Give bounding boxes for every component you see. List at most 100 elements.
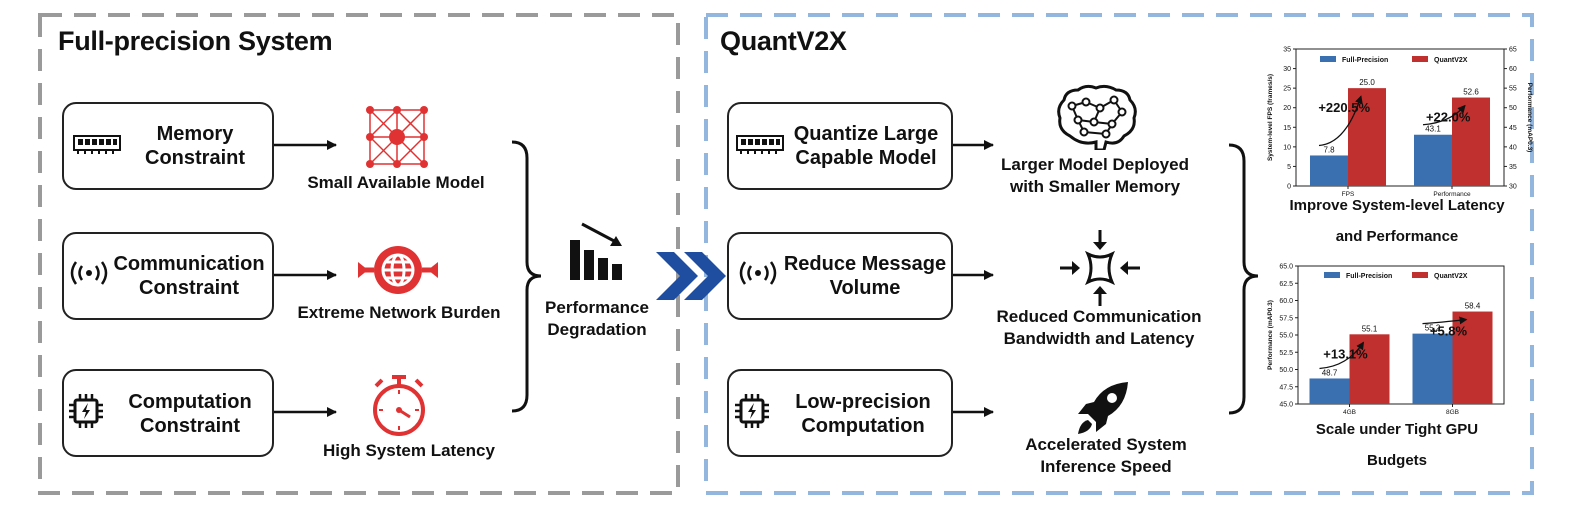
right-panel-border	[704, 13, 1534, 495]
bar-value-label: 48.7	[1322, 368, 1338, 377]
low-precision-box	[727, 369, 953, 457]
x-tick-label: FPS	[1342, 191, 1355, 198]
x-tick-label: 8GB	[1446, 409, 1459, 416]
bar-value-label: 43.1	[1425, 125, 1441, 134]
y-tick-label: 0	[1287, 184, 1291, 191]
y-tick-label: 52.5	[1279, 350, 1293, 357]
legend-swatch	[1412, 56, 1428, 62]
bar-full-precision-performance	[1414, 134, 1452, 186]
gpu-budget-chart: 45.0 47.5 50.0 52.5 55.0 57.5 60.0 62.5 65.0Perf…	[1267, 264, 1505, 416]
memory-icon	[736, 135, 784, 154]
improvement-arrow	[1422, 104, 1466, 126]
legend-swatch	[1324, 272, 1340, 278]
x-tick-label: 4GB	[1343, 409, 1356, 416]
improvement-label: +220.5%	[1318, 100, 1370, 115]
small-model-caption: Small Available Model	[307, 173, 485, 192]
y-tick-label: 30	[1283, 66, 1291, 73]
y-tick-label: 65	[1509, 47, 1517, 54]
memory-icon	[73, 135, 121, 154]
y-tick-label: 60	[1509, 66, 1517, 73]
legend-swatch	[1320, 56, 1336, 62]
reduce-message-box	[727, 232, 953, 320]
y-tick-label: 35	[1283, 47, 1291, 54]
globe-network-icon	[358, 246, 438, 294]
bar-value-label: 25.0	[1359, 78, 1375, 87]
improvement-arrow	[1422, 316, 1468, 325]
bar-value-label: 52.6	[1463, 88, 1479, 97]
right-panel-title: QuantV2X	[720, 26, 847, 56]
y-tick-label: 40	[1509, 144, 1517, 151]
y-tick-label: 65.0	[1279, 264, 1293, 271]
bar-value-label: 55.2	[1425, 324, 1441, 333]
compress-icon	[1060, 230, 1140, 306]
y-tick-label: 45.0	[1279, 402, 1293, 409]
left-panel-title: Full-precision System	[58, 26, 333, 56]
bar-quantv2x-fps	[1348, 88, 1386, 186]
declining-chart-icon	[570, 222, 622, 280]
rocket-icon	[1078, 382, 1128, 434]
quantize-model-box	[727, 102, 953, 190]
bar-value-label: 58.4	[1465, 302, 1481, 311]
y-tick-label: 60.0	[1279, 298, 1293, 305]
y-axis-label: Performance (mAP0.3)	[1526, 83, 1533, 153]
y-tick-label: 50	[1509, 105, 1517, 112]
bar-value-label: 7.8	[1323, 145, 1335, 154]
y-tick-label: 10	[1283, 144, 1291, 151]
latency-caption: High System Latency	[323, 441, 495, 460]
y-tick-label: 20	[1283, 105, 1291, 112]
y-tick-label: 5	[1287, 164, 1291, 171]
brain-network-icon	[1057, 84, 1137, 150]
left-panel-border	[38, 13, 680, 495]
double-chevron-icon	[656, 252, 726, 300]
y-tick-label: 25	[1283, 86, 1291, 93]
y-axis-label: System-level FPS (frames/s)	[1267, 74, 1274, 161]
stopwatch-icon	[373, 375, 425, 436]
memory-constraint-box	[62, 102, 274, 190]
y-tick-label: 62.5	[1279, 281, 1293, 288]
y-tick-label: 55.0	[1279, 333, 1293, 340]
chip-icon	[735, 394, 769, 428]
legend-swatch	[1412, 272, 1428, 278]
y-tick-label: 30	[1509, 184, 1517, 191]
bar-full-precision-fps	[1310, 155, 1348, 186]
neural-network-icon	[366, 106, 428, 168]
x-tick-label: Performance	[1433, 191, 1471, 198]
left-brace	[511, 140, 542, 413]
network-burden-caption: Extreme Network Burden	[297, 303, 501, 322]
bar-full-precision-8gb	[1412, 333, 1453, 404]
chip-icon	[69, 394, 103, 428]
y-tick-label: 35	[1509, 164, 1517, 171]
right-brace	[1228, 143, 1259, 415]
wireless-icon	[739, 261, 777, 285]
y-tick-label: 50.0	[1279, 367, 1293, 374]
legend-label: QuantV2X	[1434, 273, 1468, 280]
legend-label: Full-Precision	[1346, 273, 1392, 280]
y-tick-label: 47.5	[1279, 384, 1293, 391]
y-tick-label: 55	[1509, 86, 1517, 93]
improvement-label: +5.8%	[1430, 324, 1468, 339]
improvement-arrow	[1318, 95, 1363, 147]
y-axis-label: Performance (mAP0.3)	[1267, 300, 1274, 370]
bar-value-label: 55.1	[1362, 324, 1378, 333]
wireless-icon	[70, 261, 108, 285]
bar-quantv2x-8gb	[1452, 311, 1493, 404]
bar-quantv2x-4gb	[1349, 334, 1390, 404]
improvement-arrow	[1319, 341, 1365, 370]
y-tick-label: 57.5	[1279, 315, 1293, 322]
bar-full-precision-4gb	[1309, 378, 1350, 404]
legend-label: Full-Precision	[1342, 57, 1388, 64]
y-tick-label: 45	[1509, 125, 1517, 132]
